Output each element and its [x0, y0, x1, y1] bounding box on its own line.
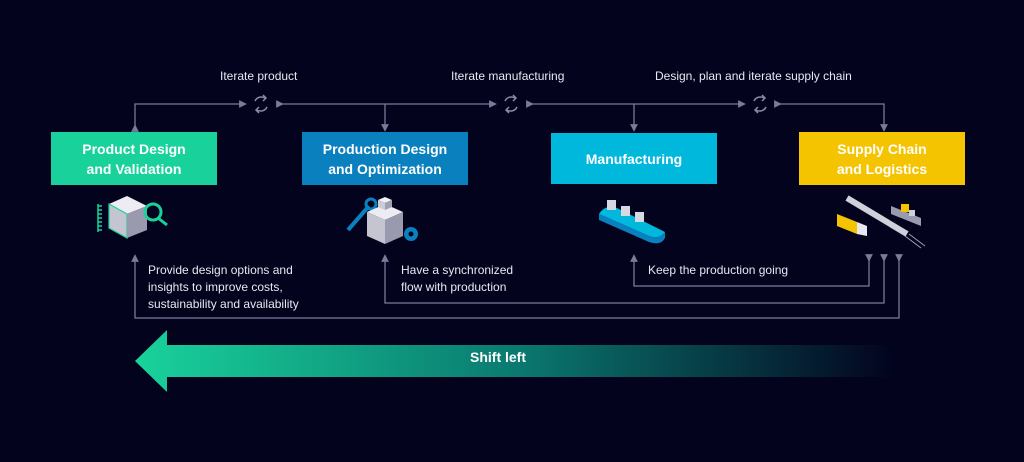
feedback-line: flow with production — [401, 280, 507, 294]
stage-title-line2: and Logistics — [836, 160, 928, 177]
cycle-icon-supply — [753, 94, 767, 114]
feedback-line: Keep the production going — [648, 263, 789, 277]
shift-left-arrow — [135, 330, 895, 392]
iterate-product-label: Iterate product — [220, 69, 298, 83]
iterate-manufacturing-label: Iterate manufacturing — [451, 69, 565, 83]
iterate-product-line-left — [131, 100, 247, 132]
stage-production-design: Production Design and Optimization — [302, 132, 468, 185]
feedback-line-manufacturing — [630, 254, 873, 287]
stage-title-line2: and Optimization — [328, 160, 442, 177]
feedback-manufacturing: Keep the production going — [648, 262, 788, 279]
stage-product-design: Product Design and Validation — [51, 132, 217, 185]
stage-title-line1: Supply Chain — [837, 140, 927, 157]
feedback-line-production — [381, 254, 888, 304]
feedback-product-design: Provide design options and insights to i… — [148, 262, 299, 313]
stage-title-line2: and Validation — [86, 160, 182, 177]
stage-manufacturing: Manufacturing — [551, 133, 717, 184]
feedback-line-product — [131, 254, 903, 319]
shift-left-label: Shift left — [470, 349, 526, 365]
cycle-icon-product — [254, 94, 268, 114]
cycle-icon-manufacturing — [504, 94, 518, 114]
cube-magnifier-icon — [97, 196, 168, 240]
iterate-supply-chain-label: Design, plan and iterate supply chain — [655, 69, 852, 83]
truck-train-ship-icon — [837, 195, 926, 249]
conveyor-belt-icon — [599, 200, 665, 244]
wrench-cube-gear-icon — [346, 197, 418, 244]
feedback-line: sustainability and availability — [148, 297, 299, 311]
stage-title-line1: Manufacturing — [585, 150, 683, 167]
feedback-line: Provide design options and — [148, 263, 293, 277]
stage-title-line1: Product Design — [82, 140, 186, 157]
feedback-line: Have a synchronized — [401, 263, 514, 277]
stage-supply-chain: Supply Chain and Logistics — [799, 132, 965, 185]
supply-line — [774, 100, 888, 132]
feedback-line: insights to improve costs, — [148, 280, 283, 294]
stage-title-line1: Production Design — [322, 140, 448, 157]
feedback-production-design: Have a synchronized flow with production — [401, 262, 513, 296]
